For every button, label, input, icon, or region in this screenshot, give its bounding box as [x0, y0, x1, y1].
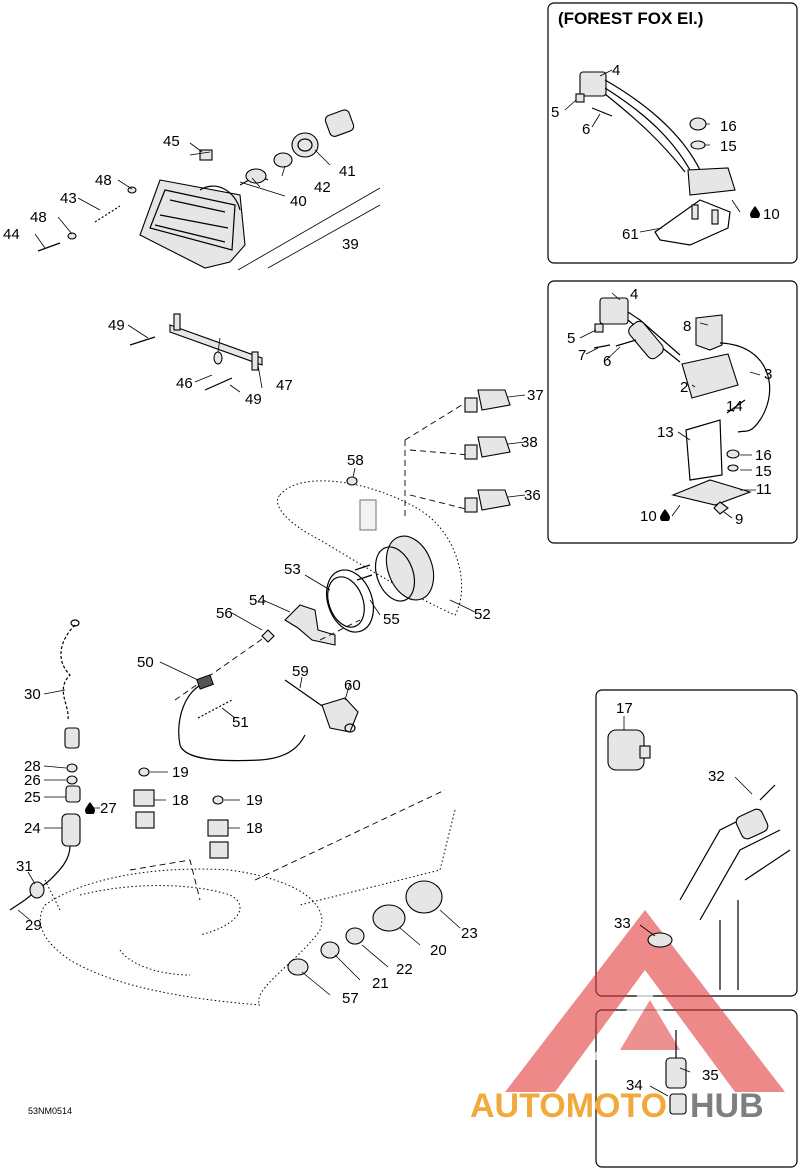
callout-16: 16 [755, 447, 772, 464]
inset-frame-forest-fox [547, 2, 798, 264]
ignition-parts [287, 880, 443, 976]
callout-18: 18 [172, 792, 189, 809]
callout-16: 16 [720, 118, 737, 135]
leader-lines [17, 69, 761, 1097]
callout-58: 58 [347, 452, 364, 469]
callout-17: 17 [616, 700, 633, 717]
callout-55: 55 [383, 611, 400, 628]
callout-30: 30 [24, 686, 41, 703]
toggle-switches [133, 767, 229, 859]
callout-31: 31 [16, 858, 33, 875]
callout-19: 19 [172, 764, 189, 781]
callout-36: 36 [524, 487, 541, 504]
callout-2: 2 [680, 379, 688, 396]
callout-60: 60 [344, 677, 361, 694]
callout-39: 39 [342, 236, 359, 253]
callout-33: 33 [614, 915, 631, 932]
callout-7: 7 [578, 347, 586, 364]
callout-27: 27 [100, 800, 117, 817]
callout-22: 22 [396, 961, 413, 978]
callout-28: 28 [24, 758, 41, 775]
callout-42: 42 [314, 179, 331, 196]
callout-18: 18 [246, 820, 263, 837]
callout-45: 45 [163, 133, 180, 150]
callout-4: 4 [612, 62, 620, 79]
callout-51: 51 [232, 714, 249, 731]
callout-47: 47 [276, 377, 293, 394]
callout-44: 44 [3, 226, 20, 243]
callout-19: 19 [246, 792, 263, 809]
watermark-word-left: AUTOMOTO [470, 1087, 667, 1125]
tank-outline [39, 789, 456, 1006]
oil-drop-icon [660, 509, 670, 521]
oil-drop-icon [85, 802, 95, 814]
callout-11: 11 [756, 481, 772, 498]
callout-50: 50 [137, 654, 154, 671]
callout-24: 24 [24, 820, 41, 837]
callout-labels: 4 5 6 16 15 10 61 4 8 5 7 6 3 2 14 13 16… [3, 62, 780, 1094]
callout-37: 37 [527, 387, 544, 404]
thermal-sensor [665, 1030, 687, 1115]
callout-8: 8 [683, 318, 691, 335]
callout-10: 10 [763, 206, 780, 223]
mounting-bracket [129, 313, 263, 391]
callout-26: 26 [24, 772, 41, 789]
callout-49: 49 [108, 317, 125, 334]
callout-3: 3 [764, 366, 772, 383]
callout-29: 29 [25, 917, 42, 934]
callout-5: 5 [567, 330, 575, 347]
callout-21: 21 [372, 975, 389, 992]
callout-13: 13 [657, 424, 674, 441]
callout-54: 54 [249, 592, 266, 609]
gauge-assembly [174, 389, 511, 762]
callout-15: 15 [720, 138, 737, 155]
callout-57: 57 [342, 990, 359, 1007]
drawing-code: 53NM0514 [28, 1106, 72, 1116]
fuel-pump-harness [9, 619, 81, 911]
inset-frame-voltage-regulator [547, 280, 798, 544]
callout-46: 46 [176, 375, 193, 392]
inset-title-forest-fox: (FOREST FOX El.) [558, 9, 703, 28]
callout-20: 20 [430, 942, 447, 959]
callout-25: 25 [24, 789, 41, 806]
callout-23: 23 [461, 925, 478, 942]
throttle-sensor [607, 729, 791, 990]
watermark-logo [505, 910, 785, 1092]
callout-41: 41 [339, 163, 356, 180]
callout-56: 56 [216, 605, 233, 622]
callout-40: 40 [290, 193, 307, 210]
voltage-regulator [593, 297, 771, 515]
watermark-word-right: HUB [690, 1087, 764, 1125]
callout-15: 15 [755, 463, 772, 480]
callout-14: 14 [726, 398, 743, 415]
forest-fox-regulator [575, 71, 736, 246]
callout-6: 6 [603, 353, 611, 370]
callout-61: 61 [622, 226, 639, 243]
callout-34: 34 [626, 1077, 643, 1094]
callout-10: 10 [640, 508, 657, 525]
callout-4: 4 [630, 286, 638, 303]
callout-43: 43 [60, 190, 77, 207]
callout-49: 49 [245, 391, 262, 408]
callout-59: 59 [292, 663, 309, 680]
callout-53: 53 [284, 561, 301, 578]
oil-drop-icon [750, 206, 760, 218]
callout-9: 9 [735, 511, 743, 528]
callout-38: 38 [521, 434, 538, 451]
callout-48: 48 [30, 209, 47, 226]
callout-5: 5 [551, 104, 559, 121]
callout-52: 52 [474, 606, 491, 623]
callout-48: 48 [95, 172, 112, 189]
callout-6: 6 [582, 121, 590, 138]
callout-32: 32 [708, 768, 725, 785]
callout-35: 35 [702, 1067, 719, 1084]
